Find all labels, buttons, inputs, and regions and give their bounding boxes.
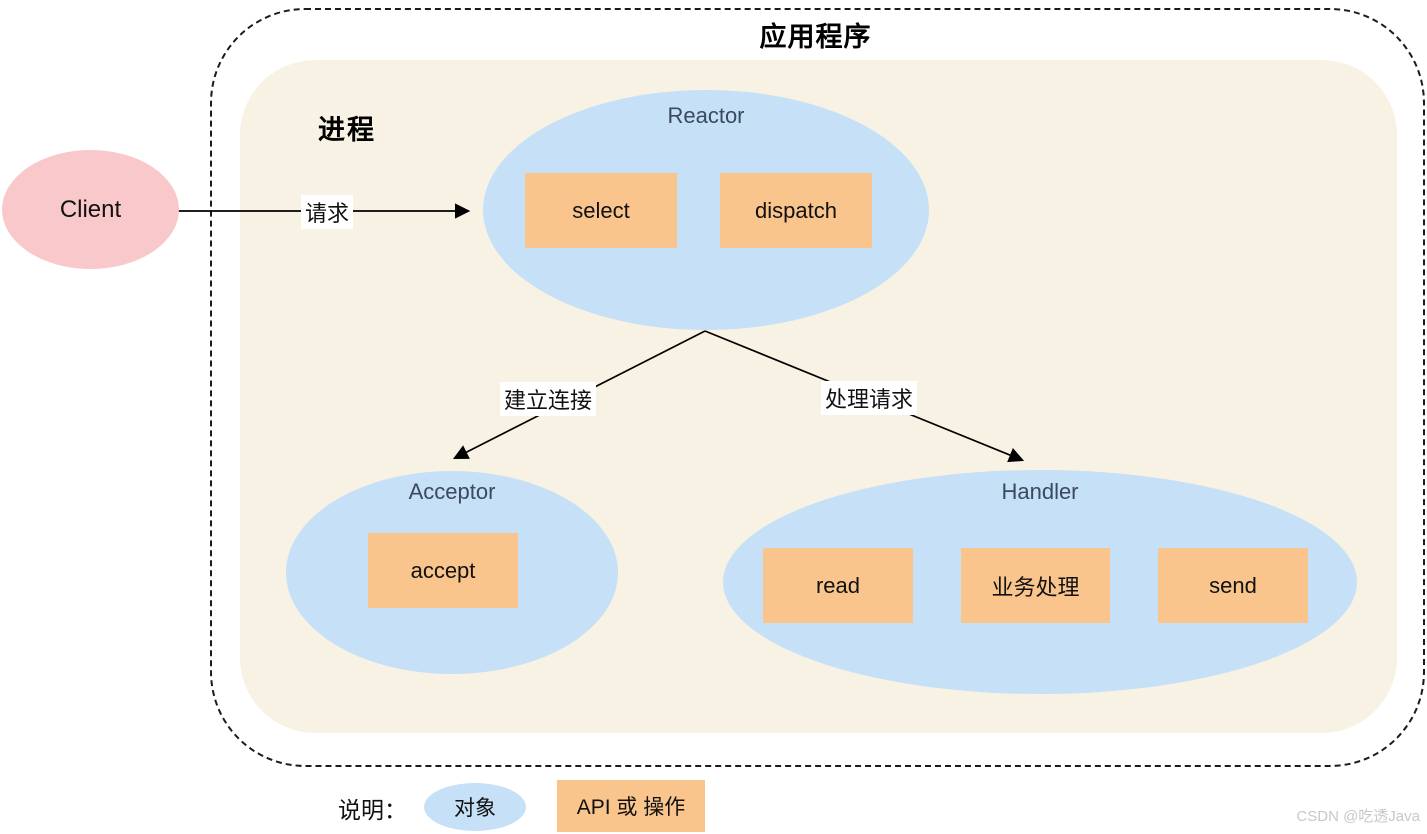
handler-title: Handler (1001, 479, 1079, 504)
client-node: Client (2, 150, 179, 269)
edge-label-establish-connection: 建立连接 (500, 382, 597, 416)
op-business-process: 业务处理 (961, 548, 1110, 623)
legend-api-sample: API 或 操作 (557, 780, 705, 832)
legend-object-label: 对象 (454, 797, 496, 820)
op-accept: accept (368, 533, 518, 608)
legend-object-sample: 对象 (424, 783, 526, 831)
edge-label-handle-request: 处理请求 (821, 381, 918, 415)
reactor-title: Reactor (667, 103, 745, 128)
edge-label-request: 请求 (301, 195, 354, 229)
application-boundary-box (210, 8, 1425, 767)
client-label: Client (59, 195, 122, 223)
acceptor-title: Acceptor (408, 479, 496, 504)
legend-api-label: API 或 操作 (576, 796, 686, 819)
process-title: 进程 (318, 115, 376, 145)
op-read: read (763, 548, 913, 623)
application-title: 应用程序 (759, 22, 872, 52)
op-select: select (525, 173, 677, 248)
op-send: send (1158, 548, 1308, 623)
legend-caption: 说明： (338, 797, 407, 823)
watermark-text: CSDN @吃透Java (1296, 808, 1420, 825)
op-dispatch: dispatch (720, 173, 872, 248)
